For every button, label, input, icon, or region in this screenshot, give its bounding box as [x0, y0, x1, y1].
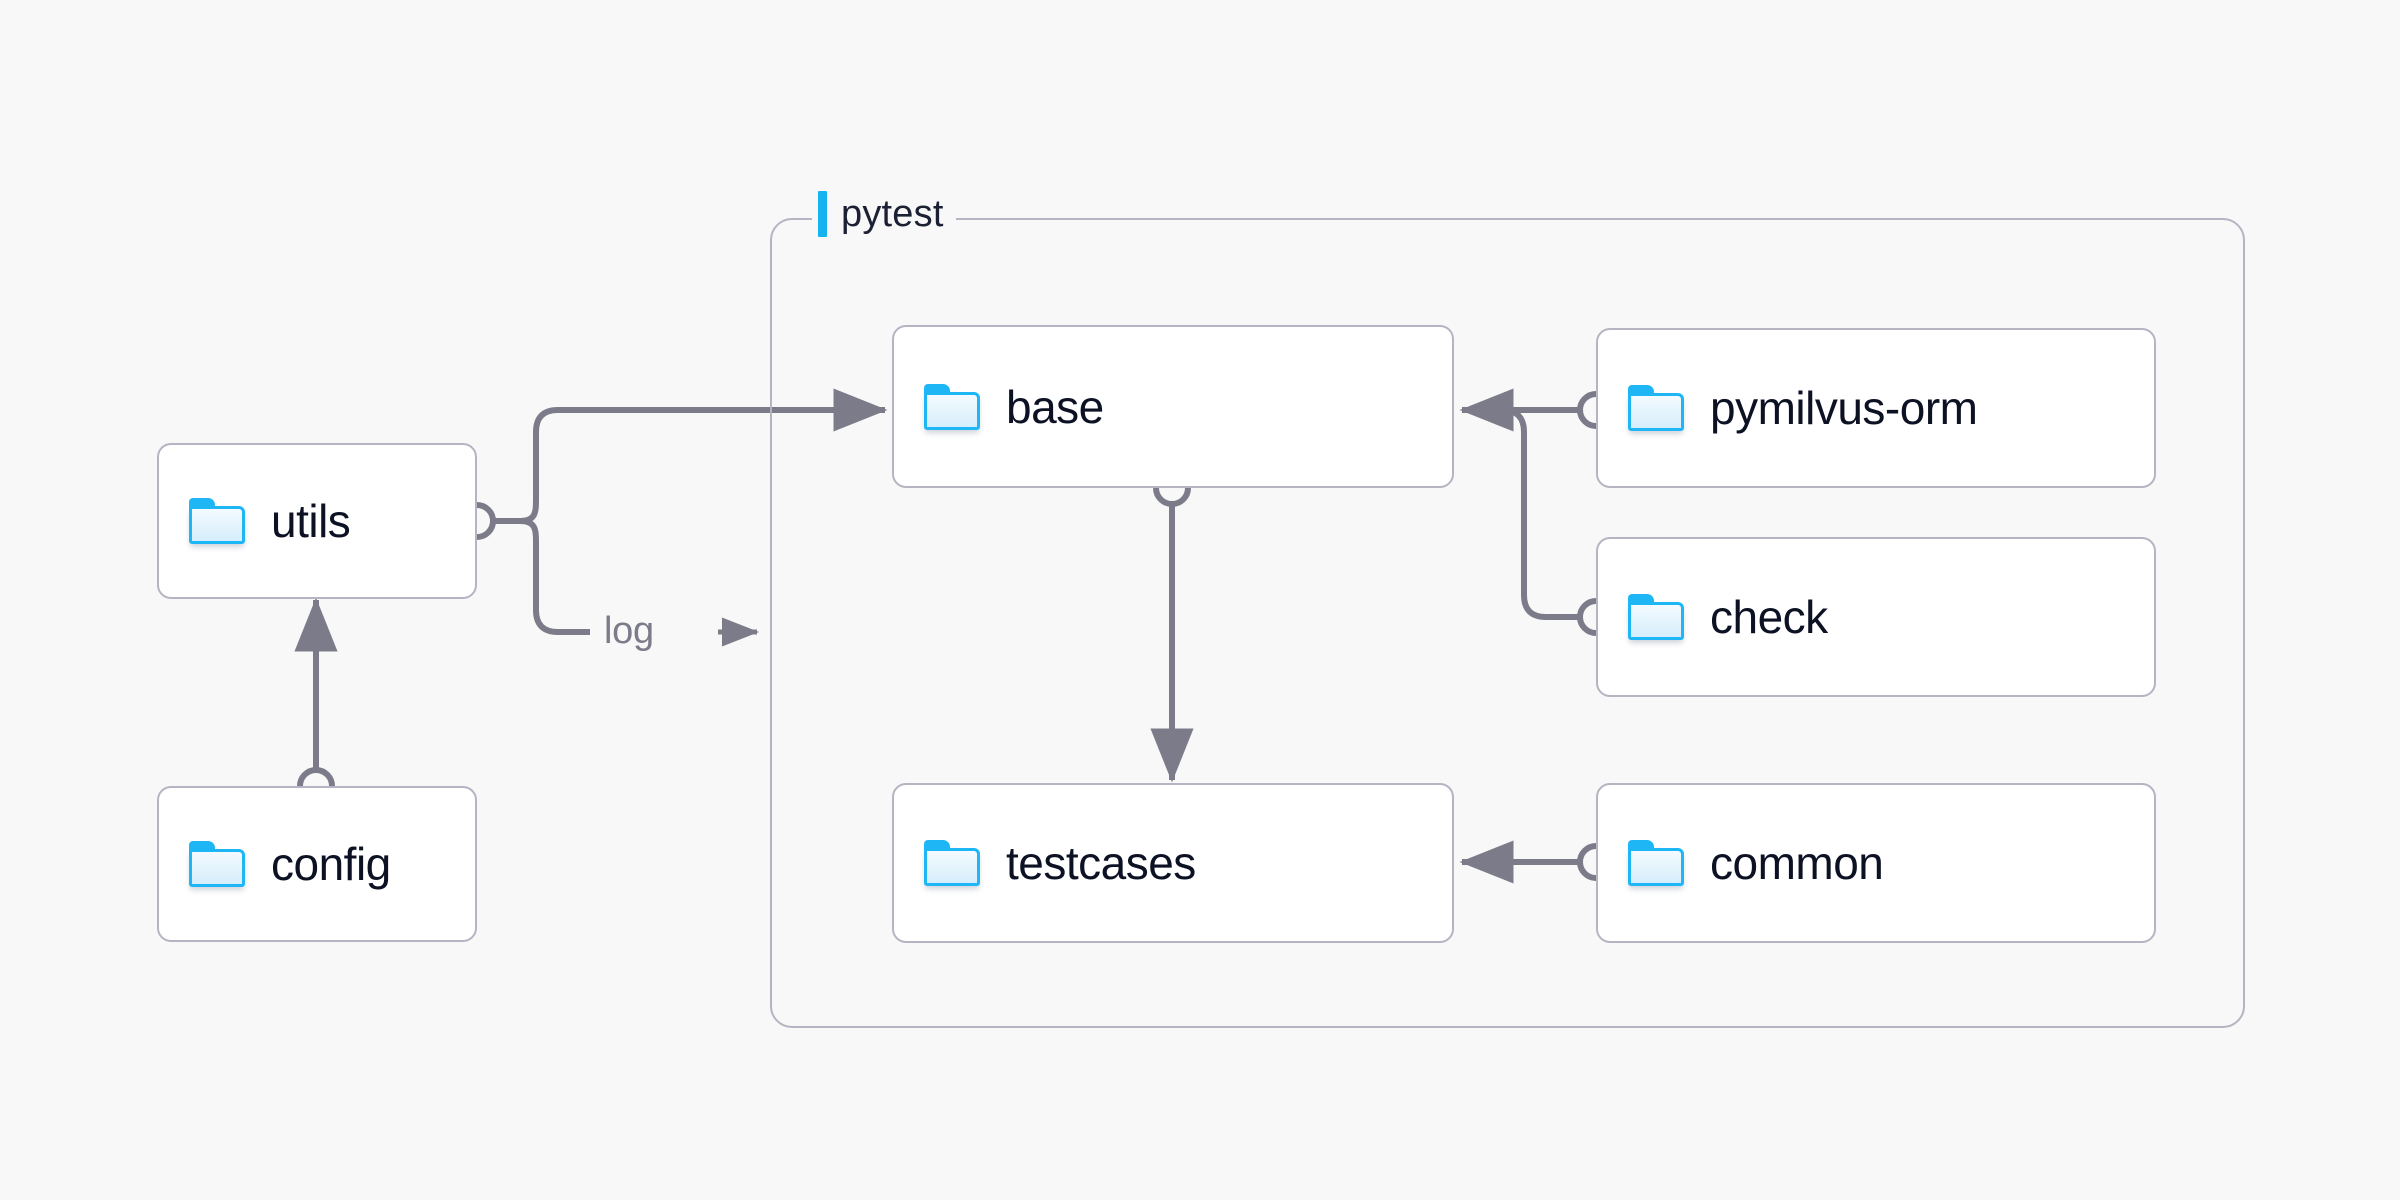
- node-utils[interactable]: utils: [157, 443, 477, 599]
- group-pytest-label-text: pytest: [841, 192, 944, 235]
- node-testcases-label: testcases: [1006, 837, 1196, 889]
- edge-label-log: log: [604, 610, 654, 652]
- node-pymilvus-orm-label: pymilvus-orm: [1710, 382, 1978, 434]
- node-check[interactable]: check: [1596, 537, 2156, 697]
- folder-icon: [1628, 385, 1684, 431]
- folder-icon: [924, 840, 980, 886]
- edge-utils-log: [519, 518, 590, 635]
- folder-icon: [1628, 840, 1684, 886]
- node-common-label: common: [1710, 837, 1884, 889]
- group-pytest: [770, 218, 2245, 1028]
- folder-icon: [189, 841, 245, 887]
- node-testcases[interactable]: testcases: [892, 783, 1454, 943]
- node-base-label: base: [1006, 380, 1104, 433]
- group-pytest-label: pytest: [812, 190, 956, 238]
- folder-icon: [189, 498, 245, 544]
- node-pymilvus-orm[interactable]: pymilvus-orm: [1596, 328, 2156, 488]
- node-config[interactable]: config: [157, 786, 477, 942]
- folder-icon: [1628, 594, 1684, 640]
- node-common[interactable]: common: [1596, 783, 2156, 943]
- folder-icon: [924, 383, 980, 430]
- node-utils-label: utils: [271, 495, 351, 547]
- node-check-label: check: [1710, 591, 1828, 643]
- node-base[interactable]: base: [892, 325, 1454, 488]
- accent-bar-icon: [818, 191, 827, 237]
- node-config-label: config: [271, 838, 391, 890]
